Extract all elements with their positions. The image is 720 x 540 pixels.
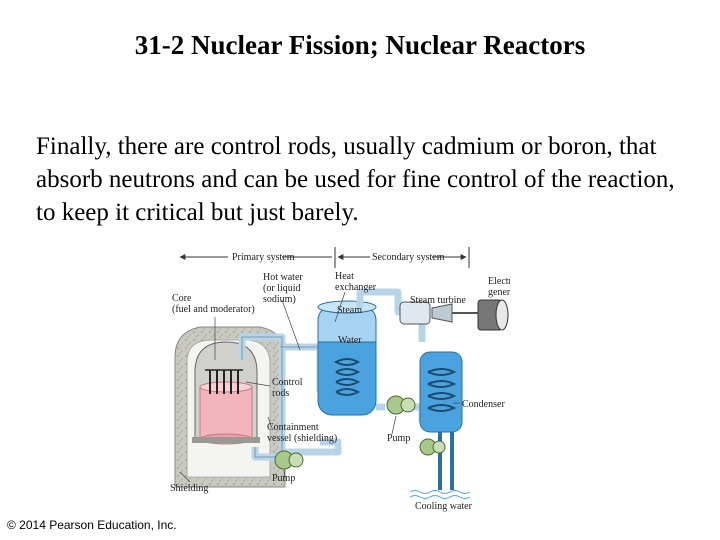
steam-turbine-label: Steam turbine xyxy=(410,295,466,306)
heat-exchanger-label-1: Heat xyxy=(335,271,354,282)
electric-generator-label-1: Electric xyxy=(488,276,510,287)
water-label: Water xyxy=(338,335,362,346)
control-rods xyxy=(205,369,243,394)
reactor-core xyxy=(192,341,260,445)
primary-pump xyxy=(274,450,304,470)
steam-turbine xyxy=(399,301,478,325)
containment-label-1: Containment xyxy=(267,422,319,433)
heat-exchanger-label-2: exchanger xyxy=(335,282,377,293)
copyright-notice: © 2014 Pearson Education, Inc. xyxy=(7,518,177,532)
system-arrows xyxy=(179,247,470,268)
electric-generator-label-2: generator xyxy=(488,287,510,298)
core-label-2: (fuel and moderator) xyxy=(172,304,255,315)
electric-generator xyxy=(477,299,509,331)
secondary-pump xyxy=(386,395,416,415)
cooling-water-waves xyxy=(409,490,471,499)
containment-label-2: vessel (shielding) xyxy=(267,433,337,444)
secondary-pump-label: Pump xyxy=(387,433,410,444)
primary-system-label: Primary system xyxy=(232,252,295,263)
control-rods-label-2: rods xyxy=(272,388,289,399)
shielding-label: Shielding xyxy=(170,483,208,494)
hot-water-label-3: sodium) xyxy=(263,294,296,305)
heat-exchanger xyxy=(317,300,377,416)
condenser-label: Condenser xyxy=(462,399,505,410)
hot-water-label-2: (or liquid xyxy=(263,283,301,294)
condenser-pump xyxy=(419,438,446,456)
leader-lines xyxy=(179,291,460,483)
reactor-diagram: Primary system Secondary system St xyxy=(170,247,510,512)
hot-water-label-1: Hot water xyxy=(263,272,303,283)
core-label-1: Core xyxy=(172,293,192,304)
condenser xyxy=(419,351,463,490)
slide-title: 31-2 Nuclear Fission; Nuclear Reactors xyxy=(134,30,586,60)
secondary-system-label: Secondary system xyxy=(372,252,445,263)
steam-label: Steam xyxy=(337,305,362,316)
primary-pump-label: Pump xyxy=(272,473,295,484)
cooling-water-label: Cooling water xyxy=(415,501,473,512)
control-rods-label-1: Control xyxy=(272,377,303,388)
body-text: Finally, there are control rods, usually… xyxy=(36,133,675,226)
